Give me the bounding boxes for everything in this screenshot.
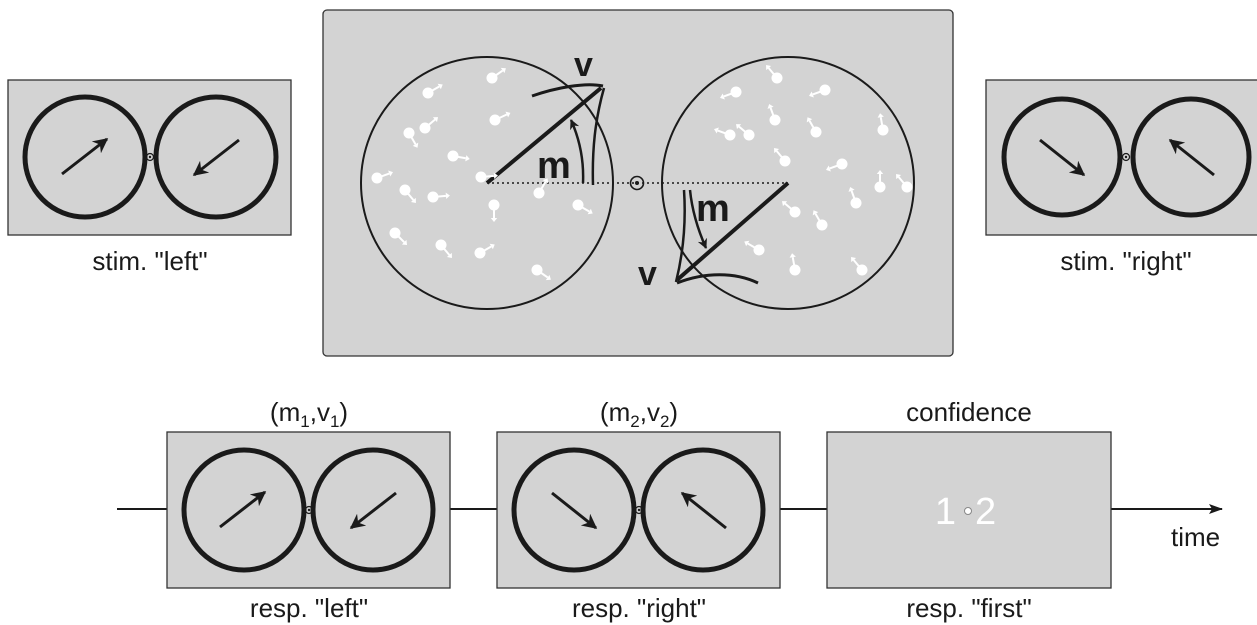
motion-dot-icon [744, 240, 765, 256]
motion-dot-icon [447, 150, 470, 162]
mean-direction-vector [675, 181, 790, 282]
confidence-scale-low: 1 [935, 491, 956, 533]
arrow-icon [680, 491, 727, 530]
motion-dot-icon [809, 84, 831, 98]
motion-dot-icon [806, 117, 822, 138]
response-1-caption: resp. "left" [250, 593, 368, 623]
motion-dot-icon [774, 147, 791, 167]
motion-dot-icon [767, 104, 781, 126]
spread-arc [674, 189, 686, 283]
motion-dot-icon [826, 158, 848, 172]
left-aperture [22, 94, 148, 220]
confidence-scale-high: 2 [975, 491, 996, 533]
fixation-point-icon [629, 175, 645, 191]
motion-dot-icon [714, 127, 736, 141]
arrow-icon [1168, 138, 1215, 177]
angle-arc [688, 189, 708, 249]
arrow-icon [349, 491, 397, 530]
response-panel-left [166, 431, 451, 589]
label-v: v [638, 255, 657, 293]
motion-dot-icon [389, 227, 408, 246]
spread-arc [531, 83, 604, 98]
left-aperture [1001, 96, 1123, 218]
right-aperture [1130, 96, 1252, 218]
motion-dot-icon [419, 117, 439, 134]
motion-dot-icon [427, 191, 450, 203]
motion-dot-icon [720, 86, 742, 100]
motion-dot-icon [766, 64, 783, 84]
motion-dot-icon [851, 256, 868, 276]
motion-dot-icon [486, 67, 506, 84]
label-m: m [537, 145, 571, 187]
stim-left-panel [7, 79, 292, 236]
left-aperture [181, 447, 307, 573]
right-aperture [153, 94, 279, 220]
motion-dot-icon [848, 187, 862, 209]
motion-dot-icon [874, 170, 886, 193]
arrow-icon [219, 490, 267, 529]
motion-dot-icon [531, 264, 551, 281]
left-aperture [511, 447, 637, 573]
arrow-icon [1039, 138, 1086, 177]
arrow-icon [61, 137, 109, 176]
motion-dot-icon [474, 243, 495, 259]
label-v: v [574, 46, 593, 84]
arrow-icon [192, 138, 240, 177]
motion-dot-icon [489, 111, 511, 126]
motion-dot-icon [371, 170, 393, 184]
stimulus-detail-panel: v m m v [322, 9, 954, 357]
motion-dots-left [371, 67, 593, 281]
stim-left-caption: stim. "left" [92, 246, 207, 276]
label-m: m [696, 188, 730, 230]
motion-dot-icon [735, 124, 755, 141]
response-2-caption: resp. "right" [572, 593, 706, 623]
angle-arc [569, 119, 585, 184]
motion-dot-icon [533, 178, 549, 199]
time-label: time [1171, 522, 1220, 552]
arrow-icon [551, 491, 598, 530]
response-3-caption: resp. "first" [906, 593, 1031, 623]
motion-dots-right [714, 64, 913, 276]
motion-dot-icon [399, 184, 416, 204]
motion-dot-icon [781, 201, 801, 218]
motion-dot-icon [896, 173, 913, 193]
motion-dot-icon [789, 253, 801, 276]
spread-arc [676, 273, 759, 285]
response-1-params: (m1,v1) [270, 397, 348, 431]
fixation-point-icon [145, 152, 155, 162]
fixation-point-icon [304, 505, 314, 515]
motion-dot-icon [812, 210, 828, 231]
fixation-point-icon [634, 505, 644, 515]
mean-direction-vector [485, 86, 603, 185]
motion-dot-icon [877, 113, 889, 136]
stim-right-caption: stim. "right" [1060, 246, 1191, 276]
response-2-params: (m2,v2) [600, 397, 678, 431]
motion-dot-icon [403, 127, 419, 148]
response-panel-right [496, 431, 781, 589]
motion-dot-icon [488, 199, 500, 222]
fixation-point-icon [1121, 152, 1131, 162]
confidence-label: confidence [906, 397, 1032, 427]
spread-arc [591, 87, 606, 186]
fixation-point-icon [964, 507, 972, 515]
stim-right-panel [985, 79, 1257, 236]
motion-dot-icon [435, 239, 452, 259]
motion-dot-icon [422, 83, 443, 99]
motion-dot-icon [572, 199, 593, 215]
motion-dot-icon [475, 171, 498, 183]
confidence-panel: 1 2 [826, 431, 1112, 589]
